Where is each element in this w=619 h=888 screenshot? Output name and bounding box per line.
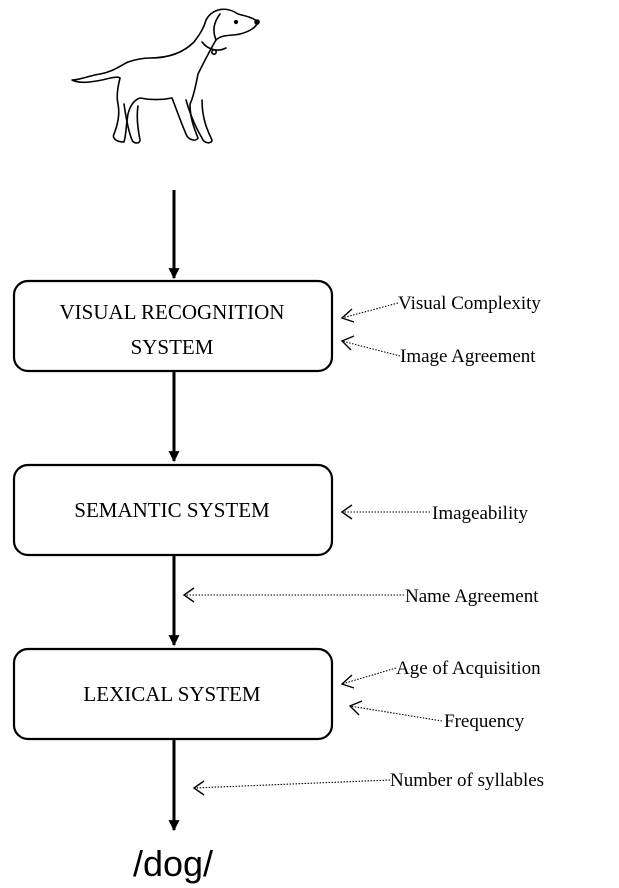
image-agreement-arrowhead [340, 335, 355, 351]
number-of-syllables-label: Number of syllables [390, 770, 544, 791]
visual-complexity-arrow [341, 302, 399, 319]
number-of-syllables-arrow [193, 779, 391, 789]
imageability-label: Imageability [432, 503, 529, 524]
frequency-label: Frequency [444, 711, 525, 732]
name-agreement-arrowhead [182, 587, 195, 603]
frequency-arrowhead [348, 700, 363, 716]
visual-complexity-arrowhead [340, 308, 355, 323]
lexical-system-label: LEXICAL SYSTEM [83, 682, 260, 706]
age-of-acquisition-arrowhead [340, 674, 355, 689]
imageability-arrowhead [340, 504, 353, 520]
visual-recognition-label-line1: VISUAL RECOGNITION [60, 300, 285, 324]
age-of-acquisition-label: Age of Acquisition [396, 658, 541, 679]
output-word: /dog/ [133, 843, 213, 884]
visual-recognition-system-box: VISUAL RECOGNITION SYSTEM [12, 279, 334, 373]
name-agreement-label: Name Agreement [405, 586, 539, 607]
visual-recognition-label-line2: SYSTEM [131, 335, 214, 359]
semantic-system-box: SEMANTIC SYSTEM [12, 463, 334, 557]
semantic-system-label: SEMANTIC SYSTEM [74, 498, 270, 522]
image-agreement-label: Image Agreement [400, 346, 536, 367]
number-of-syllables-arrowhead [192, 780, 205, 796]
influence-arrows [182, 302, 443, 796]
lexical-system-box: LEXICAL SYSTEM [12, 647, 334, 741]
frequency-arrow [349, 705, 443, 722]
dog-illustration [71, 8, 260, 144]
image-agreement-arrow [341, 340, 401, 357]
visual-complexity-label: Visual Complexity [398, 293, 541, 314]
age-of-acquisition-arrow [341, 667, 397, 685]
